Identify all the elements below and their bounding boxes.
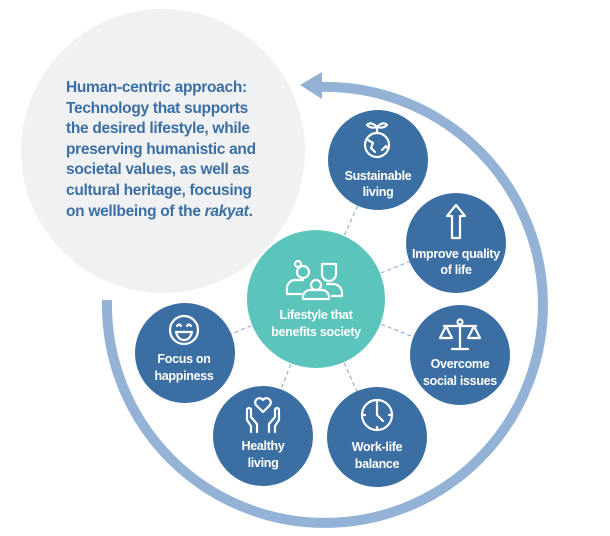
center-label-line2: benefits society (271, 325, 361, 339)
node-label-line1: Focus on (157, 352, 210, 366)
node-overcome-social-issues: Overcome social issues (410, 305, 510, 405)
hands-heart-icon (245, 397, 281, 434)
scales-icon (438, 318, 482, 351)
node-label-line2: happiness (154, 369, 213, 383)
node-label-line2: living (363, 185, 394, 199)
node-healthy-living: Healthy living (213, 386, 313, 486)
node-label-line2: balance (355, 457, 400, 471)
intro-last-suffix: . (248, 202, 253, 220)
intro-text: Human-centric approach: Technology that … (66, 78, 296, 222)
node-sustainable-living: Sustainable living (328, 110, 428, 210)
intro-line: Human-centric approach: (66, 79, 247, 96)
node-improve-quality: Improve quality of life (406, 193, 506, 293)
cycle-arc (101, 81, 548, 528)
center-node: Lifestyle that benefits society (247, 230, 385, 368)
smiley-icon (168, 314, 200, 346)
center-label-line1: Lifestyle that (280, 308, 354, 322)
cycle-arrowhead-icon (300, 72, 322, 99)
clock-icon (360, 398, 394, 432)
intro-line: cultural heritage, focusing (66, 181, 252, 199)
globe-sprout-icon (363, 122, 391, 159)
family-icon (285, 259, 344, 301)
intro-line: preserving humanistic and (66, 140, 256, 158)
node-label-line1: Overcome (431, 357, 490, 371)
intro-line: societal values, as well as (66, 161, 250, 179)
node-label-line1: Sustainable (345, 169, 412, 183)
intro-line: Technology that supports (66, 99, 248, 117)
node-label-line2: of life (440, 263, 472, 277)
node-work-life-balance: Work-life balance (327, 387, 427, 487)
node-focus-on-happiness: Focus on happiness (135, 303, 235, 403)
node-label-line1: Healthy (241, 439, 284, 453)
node-label-line2: living (248, 456, 279, 470)
node-label-line1: Work-life (352, 440, 403, 454)
node-label-line1: Improve quality (412, 247, 500, 261)
node-label-line2: social issues (423, 374, 497, 388)
intro-line: on wellbeing of the rakyat. (66, 202, 296, 223)
intro-line: the desired lifestyle, while (66, 120, 250, 138)
arrow-up-icon (445, 203, 467, 240)
intro-bubble (21, 9, 305, 293)
intro-italic-word: rakyat (204, 202, 249, 220)
intro-last-prefix: on wellbeing of the (66, 202, 205, 220)
